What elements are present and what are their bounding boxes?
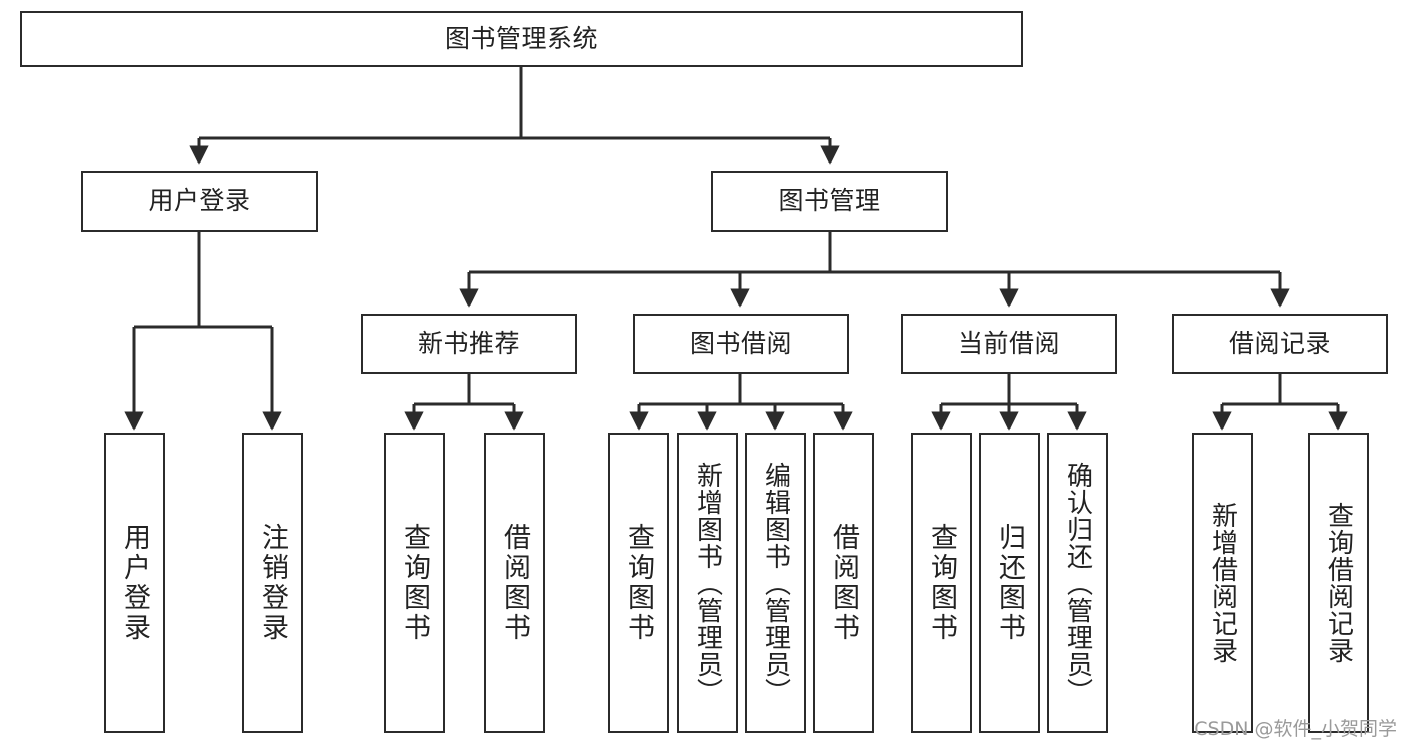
leaf-confirm-return-admin[interactable]: 确认归还（管理员） <box>1047 433 1108 733</box>
node-label: 查询图书 <box>399 523 430 643</box>
node-root-book-management-system[interactable]: 图书管理系统 <box>20 11 1023 67</box>
node-user-login[interactable]: 用户登录 <box>81 171 318 232</box>
leaf-query-books-borrow[interactable]: 查询图书 <box>608 433 669 733</box>
node-label: 用户登录 <box>148 186 251 216</box>
node-label: 新增图书（管理员） <box>692 461 723 705</box>
node-label: 确认归还（管理员） <box>1062 461 1093 705</box>
node-label: 编辑图书（管理员） <box>760 461 791 705</box>
node-label: 当前借阅 <box>957 328 1060 358</box>
leaf-query-books-current[interactable]: 查询图书 <box>911 433 972 733</box>
node-label: 新书推荐 <box>417 328 520 358</box>
leaf-user-login[interactable]: 用户登录 <box>104 433 165 733</box>
node-label: 借阅记录 <box>1228 328 1331 358</box>
leaf-query-borrow-record[interactable]: 查询借阅记录 <box>1308 433 1369 733</box>
node-new-book-recommendation[interactable]: 新书推荐 <box>361 314 577 374</box>
node-label: 注销登录 <box>257 523 288 643</box>
node-current-borrowing[interactable]: 当前借阅 <box>901 314 1117 374</box>
node-label: 图书借阅 <box>689 328 792 358</box>
node-label: 借阅图书 <box>499 523 530 643</box>
node-label: 查询借阅记录 <box>1323 502 1354 664</box>
node-label: 图书管理系统 <box>444 23 598 53</box>
node-book-borrowing[interactable]: 图书借阅 <box>633 314 849 374</box>
node-label: 借阅图书 <box>828 523 859 643</box>
node-label: 新增借阅记录 <box>1207 502 1238 664</box>
leaf-edit-book-admin[interactable]: 编辑图书（管理员） <box>745 433 806 733</box>
leaf-borrow-books-recommend[interactable]: 借阅图书 <box>484 433 545 733</box>
node-label: 图书管理 <box>778 186 881 216</box>
node-borrowing-records[interactable]: 借阅记录 <box>1172 314 1388 374</box>
node-label: 查询图书 <box>623 523 654 643</box>
node-book-management[interactable]: 图书管理 <box>711 171 948 232</box>
leaf-return-books[interactable]: 归还图书 <box>979 433 1040 733</box>
leaf-add-borrow-record[interactable]: 新增借阅记录 <box>1192 433 1253 733</box>
leaf-query-books-recommend[interactable]: 查询图书 <box>384 433 445 733</box>
node-label: 用户登录 <box>119 523 150 643</box>
node-label: 查询图书 <box>926 523 957 643</box>
leaf-borrow-books[interactable]: 借阅图书 <box>813 433 874 733</box>
node-label: 归还图书 <box>994 523 1025 643</box>
leaf-logout[interactable]: 注销登录 <box>242 433 303 733</box>
leaf-add-book-admin[interactable]: 新增图书（管理员） <box>677 433 738 733</box>
